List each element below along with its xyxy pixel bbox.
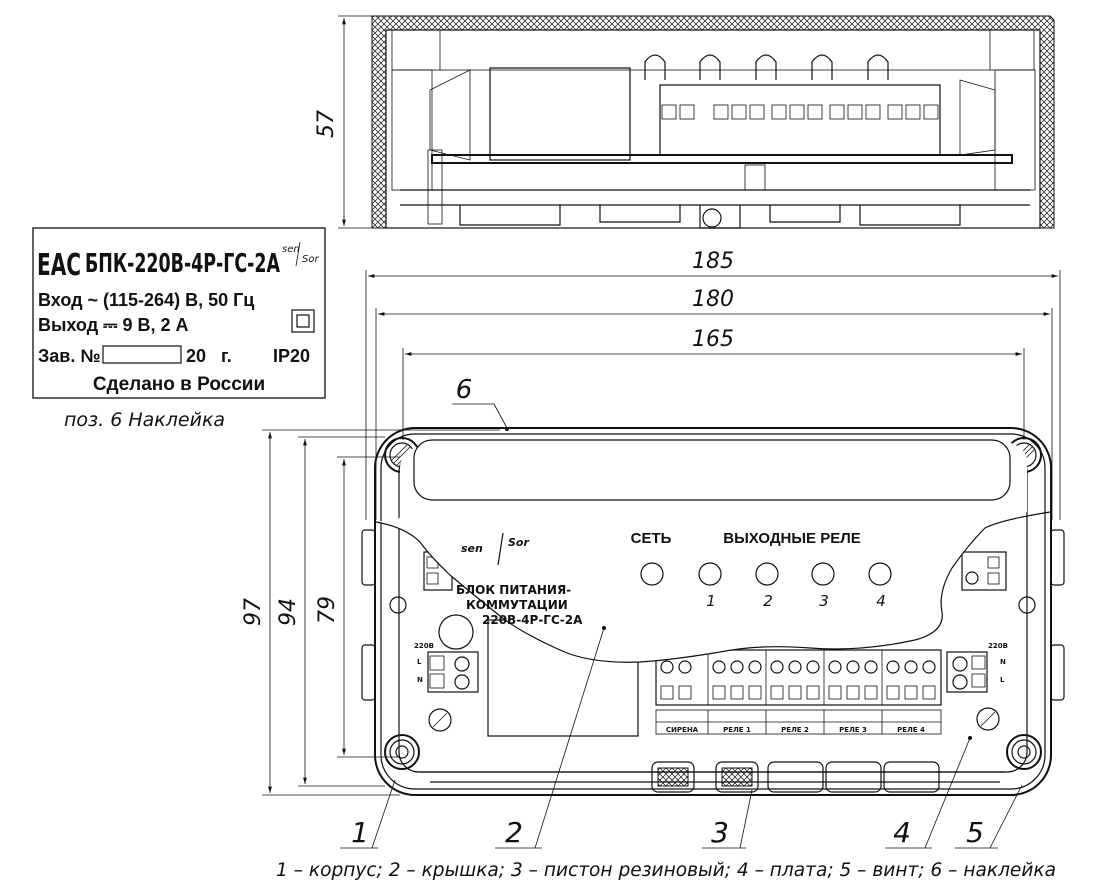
year-text: 20 г.: [186, 346, 232, 366]
pcb-board: 220В L N 220В N L: [414, 551, 1008, 737]
lid-cover: sen Sor БЛОК ПИТАНИЯ- КОММУТАЦИИ 220В-4Р…: [375, 439, 1051, 663]
output-relays-label: ВЫХОДНЫЕ РЕЛЕ: [723, 530, 861, 547]
input-spec: Вход ~ (115-264) В, 50 Гц: [38, 290, 254, 310]
indicator-leds: [640, 562, 892, 586]
mains-right-label: 220В: [988, 642, 1008, 650]
dim-57: 57: [314, 15, 372, 229]
terminal-label-siren: СИРЕНА: [666, 726, 699, 734]
callout-3: 3: [702, 789, 753, 849]
mains-left-n: N: [417, 676, 423, 684]
dim-165-text: 165: [692, 327, 734, 352]
dim-57-text: 57: [314, 110, 339, 138]
screw-icon: [384, 734, 420, 770]
relay-num-4: 4: [876, 592, 886, 610]
legend-text: 1 – корпус; 2 – крышка; 3 – пистон резин…: [276, 859, 1056, 881]
dim-79: 79: [315, 456, 400, 758]
terminal-label-relay1: РЕЛЕ 1: [723, 726, 751, 734]
relay-terminal-bank: [660, 650, 936, 705]
dim-185: 185: [365, 249, 1061, 520]
dim-97: 97: [241, 429, 500, 796]
bottom-strip: [420, 761, 1005, 793]
terminal-label-relay2: РЕЛЕ 2: [781, 726, 809, 734]
lid-logo-sen: sen: [461, 542, 483, 555]
terminal-label-relay4: РЕЛЕ 4: [897, 726, 925, 734]
sticker-label: ЕАС БПК-220В-4Р-ГС-2А sen Sor Вход ~ (11…: [32, 227, 326, 399]
relay-led-1: [698, 562, 722, 586]
dim-79-text: 79: [315, 596, 340, 624]
lid-logo-sor: Sor: [508, 536, 529, 549]
relay-led-4: [868, 562, 892, 586]
callout-5: 5: [955, 784, 1023, 849]
net-label: СЕТЬ: [631, 530, 672, 547]
callout-4: 4: [885, 736, 972, 849]
double-insulation-icon: [291, 309, 315, 333]
brand-sen: sen: [282, 244, 300, 255]
relay-num-2: 2: [763, 592, 773, 610]
terminal-label-relay3: РЕЛЕ 3: [839, 726, 867, 734]
dim-165: 165: [402, 327, 1025, 440]
callout-5-text: 5: [966, 816, 984, 849]
eac-mark: ЕАС: [37, 248, 81, 283]
lid-device-line1: БЛОК ПИТАНИЯ-: [456, 583, 571, 597]
side-section-view: [371, 15, 1055, 229]
relay-led-3: [811, 562, 835, 586]
brand-sor: Sor: [302, 254, 319, 265]
side-leds: [644, 54, 889, 80]
screw-icon: [1006, 734, 1042, 770]
callout-3-text: 3: [711, 816, 729, 849]
mains-right-l: L: [1000, 676, 1005, 684]
serial-prefix: Зав. №: [38, 346, 100, 366]
lid-device-line2: КОММУТАЦИИ: [466, 598, 568, 612]
relay-num-1: 1: [706, 592, 716, 610]
dim-180-text: 180: [692, 287, 734, 312]
callout-6-text: 6: [456, 375, 473, 405]
dim-94: 94: [276, 436, 385, 787]
callout-1: 1: [340, 779, 396, 849]
callout-1-text: 1: [351, 816, 369, 849]
model-name: БПК-220В-4Р-ГС-2А: [85, 249, 280, 279]
mains-right-n: N: [1000, 658, 1006, 666]
callout-2: 2: [495, 626, 606, 849]
mains-left-l: L: [417, 658, 422, 666]
dim-185-text: 185: [692, 249, 734, 274]
ip-rating: IP20: [273, 346, 310, 366]
net-led: [640, 562, 664, 586]
callout-4-text: 4: [893, 816, 911, 849]
dim-180: 180: [375, 287, 1053, 520]
lid-device-line3: 220В-4Р-ГС-2А: [482, 613, 583, 627]
side-terminals: [661, 104, 939, 120]
made-in: Сделано в России: [93, 374, 265, 395]
mains-left-label: 220В: [414, 642, 434, 650]
sticker-caption: поз. 6 Наклейка: [64, 409, 225, 431]
relay-num-3: 3: [819, 592, 829, 610]
callout-2-text: 2: [505, 816, 523, 849]
dim-97-text: 97: [241, 598, 266, 626]
serial-box: [102, 345, 182, 364]
dim-94-text: 94: [276, 598, 301, 626]
output-spec: Выход ⎓ 9 В, 2 А: [38, 315, 189, 335]
callout-6: 6: [452, 375, 509, 431]
relay-led-2: [755, 562, 779, 586]
